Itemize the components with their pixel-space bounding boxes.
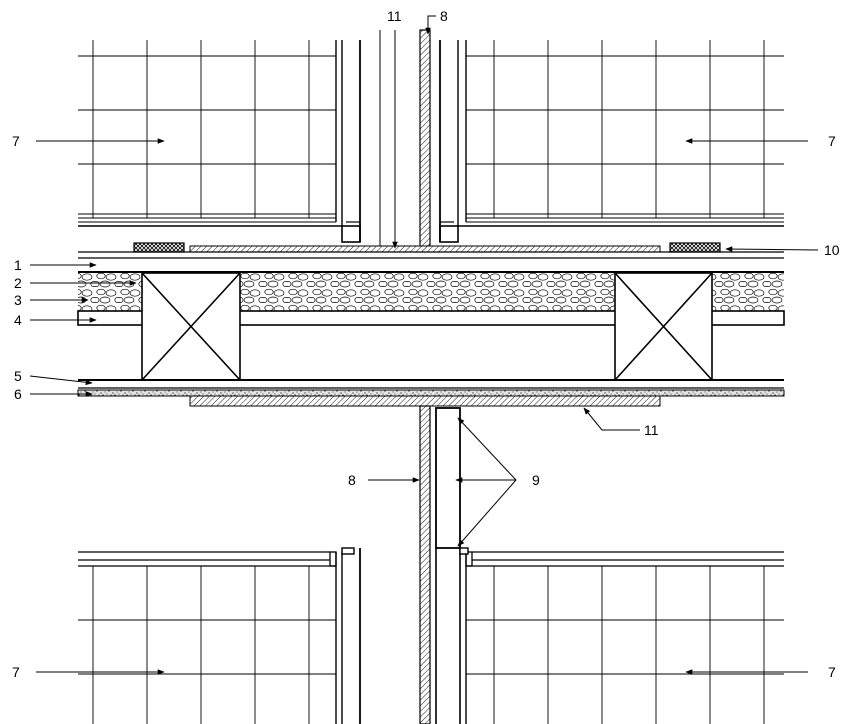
- callout-2: 2: [14, 275, 22, 291]
- bottom-left-room: [78, 547, 361, 724]
- callout-6: 6: [14, 386, 22, 402]
- floor-finish-top-left: [78, 213, 342, 227]
- leader-lines: [29, 15, 819, 675]
- joist-left: [141, 272, 241, 381]
- callout-labels: 1 2 3 4 5 6 7 7 7 7 8 8 9 10 11 11: [12, 8, 840, 680]
- callout-7-top-left: 7: [12, 133, 20, 149]
- bottom-right-room: [459, 547, 784, 724]
- callout-8-top: 8: [440, 8, 448, 24]
- top-right-room: [439, 40, 784, 243]
- floor-assembly: [77, 251, 785, 397]
- wall-lining-top-left: [335, 40, 361, 242]
- callout-3: 3: [14, 292, 22, 308]
- floor-finish-top-right: [458, 213, 784, 227]
- callout-7-top-right: 7: [828, 133, 836, 149]
- tile-grid-top-right: [466, 40, 784, 218]
- joist-right: [614, 272, 713, 381]
- wall-lining-top-right: [439, 40, 467, 242]
- skirting-block-top-left: [341, 225, 361, 243]
- callout-11-top: 11: [387, 8, 402, 24]
- callout-7-bottom-right: 7: [828, 664, 836, 680]
- tile-grid-bottom-right: [466, 566, 784, 724]
- skirting-block-top-right: [439, 225, 459, 243]
- resilient-strip-left: [133, 242, 185, 253]
- callout-9: 9: [532, 472, 540, 488]
- tile-edge-bottom-right: [465, 551, 784, 567]
- separating-strip-bottom: [189, 395, 661, 407]
- tile-grid-bottom-left: [78, 566, 336, 724]
- callout-7-bottom-left: 7: [12, 664, 20, 680]
- wall-lining-bottom-right: [459, 547, 469, 724]
- tile-grid-top-left: [78, 40, 336, 218]
- resilient-strip-right: [669, 242, 721, 253]
- tile-edge-bottom-left: [78, 551, 337, 567]
- callout-8-bottom: 8: [348, 472, 356, 488]
- top-left-room: [78, 40, 361, 243]
- callout-5: 5: [14, 368, 22, 384]
- central-partition-bottom: [419, 405, 461, 724]
- wall-lining-bottom-left: [335, 547, 361, 724]
- callout-11-bottom: 11: [644, 422, 659, 438]
- callout-4: 4: [14, 312, 22, 328]
- separating-strip-top: [189, 245, 661, 253]
- callout-10: 10: [824, 242, 840, 258]
- central-partition-top: [379, 29, 431, 249]
- callout-1: 1: [14, 257, 22, 273]
